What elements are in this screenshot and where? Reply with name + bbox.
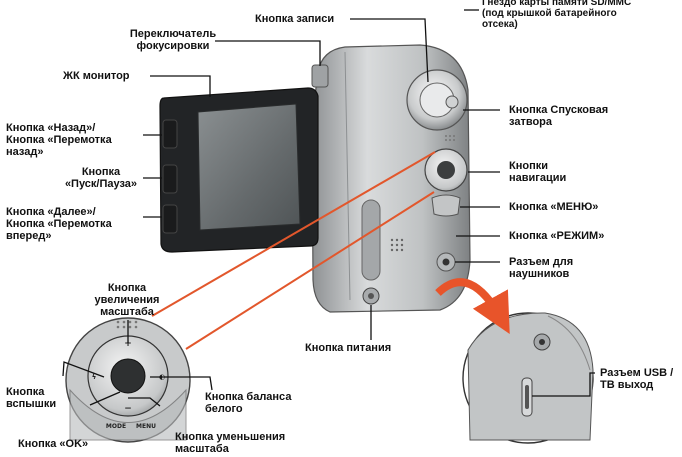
menu-mark: MENU bbox=[136, 423, 156, 430]
label-zoom-in: Кнопка увеличения масштаба bbox=[94, 282, 160, 318]
label-zoom-out: Кнопка уменьшения масштаба bbox=[175, 431, 286, 455]
label-mode-button: Кнопка «РЕЖИМ» bbox=[509, 230, 605, 242]
label-shutter-button: Кнопка Спусковая затвора bbox=[509, 104, 609, 128]
label-navigation-buttons: Кнопки навигации bbox=[509, 160, 567, 184]
label-memory-slot: Гнездо карты памяти SD/MMC (под крышкой … bbox=[482, 0, 632, 30]
label-focus-switch: Переключатель фокусировки bbox=[129, 28, 217, 52]
mode-mark: MODE bbox=[106, 423, 126, 430]
label-back-rewind: Кнопка «Назад»/ Кнопка «Перемотка назад» bbox=[6, 122, 112, 158]
label-flash-button: Кнопка вспышки bbox=[6, 386, 57, 410]
svg-text:ϟ: ϟ bbox=[92, 373, 97, 381]
usb-inset bbox=[462, 312, 594, 444]
lcd-panel bbox=[159, 87, 319, 253]
label-lcd-monitor: ЖК монитор bbox=[63, 70, 130, 82]
curved-arrow bbox=[435, 278, 510, 335]
label-power-button: Кнопка питания bbox=[305, 342, 392, 354]
svg-text:+: + bbox=[124, 339, 132, 349]
svg-text:−: − bbox=[124, 404, 132, 414]
label-play-pause: Кнопка «Пуск/Пауза» bbox=[64, 166, 138, 190]
label-headphone-jack: Разъем для наушников bbox=[509, 256, 574, 280]
label-white-balance: Кнопка баланса белого bbox=[205, 391, 292, 415]
leader-lines bbox=[62, 9, 595, 407]
nav-pad-large: + − ϟ ◐ MODE MENU bbox=[65, 317, 191, 443]
label-record-button: Кнопка записи bbox=[255, 13, 335, 25]
label-next-forward: Кнопка «Далее»/ Кнопка «Перемотка вперед… bbox=[6, 206, 112, 242]
label-usb-tv-out: Разъем USB / ТВ выход bbox=[600, 367, 674, 391]
nav-pad-small bbox=[424, 148, 468, 272]
lens-assembly bbox=[406, 69, 468, 141]
zoom-lines bbox=[151, 151, 436, 350]
label-ok-button: Кнопка «OK» bbox=[18, 438, 89, 450]
label-menu-button: Кнопка «МЕНЮ» bbox=[509, 201, 599, 213]
